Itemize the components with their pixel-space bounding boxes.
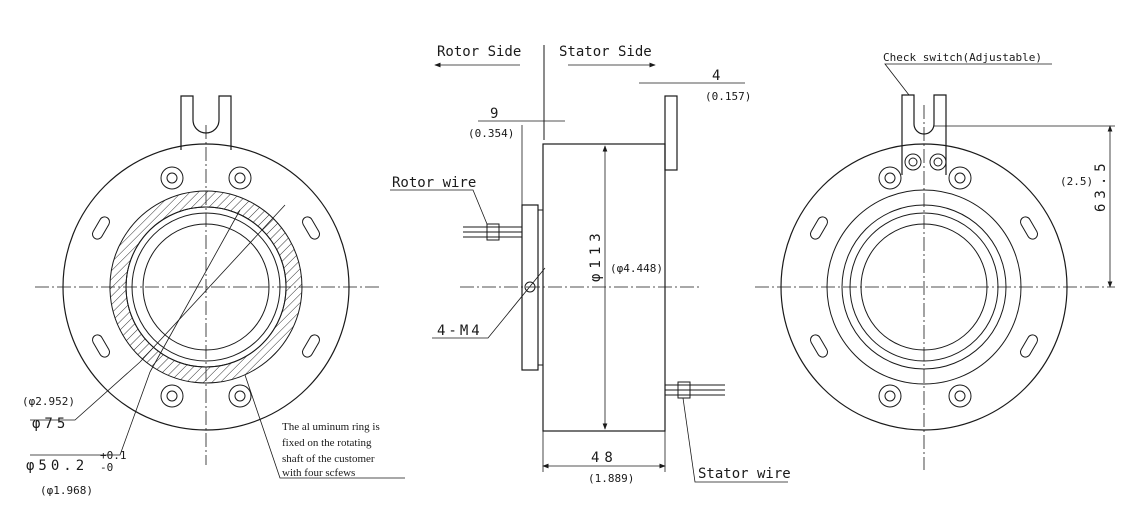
rotor-wire-leader bbox=[390, 189, 488, 225]
stator-tab bbox=[664, 95, 678, 171]
rotor-side-label: Rotor Side bbox=[437, 44, 521, 60]
phi75-diameter-line bbox=[139, 204, 286, 363]
right-outer-circle bbox=[780, 143, 1068, 431]
stator-wire-leader bbox=[682, 397, 788, 483]
stator-side-label: Stator Side bbox=[559, 44, 652, 60]
mounting-hole-top-left bbox=[160, 166, 184, 190]
dim48-value: 48 bbox=[591, 450, 618, 466]
stator-wires bbox=[665, 381, 725, 399]
right-bore-circle-1 bbox=[849, 212, 999, 362]
phi50-tolerance-zero: -0 bbox=[100, 461, 113, 474]
right-mounting-hole-top-left bbox=[878, 166, 902, 190]
mounting-hole-bottom-left bbox=[160, 384, 184, 408]
check-switch bbox=[901, 94, 947, 175]
bore-circle-2 bbox=[142, 223, 270, 351]
phi50-diameter-line bbox=[149, 209, 241, 373]
rotor-flange-step bbox=[537, 209, 544, 366]
dim63-inch: (2.5) bbox=[1060, 175, 1093, 188]
mounting-hole-top-right bbox=[228, 166, 252, 190]
m4-hole bbox=[524, 281, 536, 293]
switch-tab bbox=[180, 95, 232, 150]
right-ring-inner bbox=[841, 204, 1007, 370]
dim63-value: 63.5 bbox=[1093, 158, 1109, 212]
note-line-2: fixed on the rotating bbox=[282, 437, 372, 449]
dim48-inch: (1.889) bbox=[588, 472, 634, 485]
right-ring-outer bbox=[826, 189, 1022, 385]
rotor-flange bbox=[521, 204, 539, 371]
rotor-wire-label: Rotor wire bbox=[392, 175, 476, 191]
phi50-tolerance-plus: +0.1 bbox=[100, 449, 127, 462]
dim4-value: 4 bbox=[712, 68, 720, 84]
phi50-leader bbox=[30, 371, 151, 456]
rotor-wires bbox=[463, 223, 522, 241]
slip-ring-body bbox=[542, 143, 666, 432]
dim9-value: 9 bbox=[490, 106, 498, 122]
ring-note-leader bbox=[244, 374, 405, 479]
slots bbox=[92, 216, 320, 358]
phi50-dim: φ50.2 bbox=[26, 458, 88, 474]
phi75-leader bbox=[30, 361, 141, 421]
note-line-1: The al uminum ring is bbox=[282, 421, 380, 433]
outer-flange-circle bbox=[62, 143, 350, 431]
right-mounting-hole-bottom-right bbox=[948, 384, 972, 408]
side-view bbox=[390, 45, 788, 483]
phi75-inch-dim: (φ2.952) bbox=[22, 395, 75, 408]
note-line-4: with four scfews bbox=[282, 467, 355, 479]
dim9-inch: (0.354) bbox=[468, 127, 514, 140]
stator-side-view bbox=[755, 63, 1115, 470]
dim113-inch: (φ4.448) bbox=[610, 262, 663, 275]
bore-circle-1 bbox=[131, 212, 281, 362]
right-mounting-hole-bottom-left bbox=[878, 384, 902, 408]
m4-label: 4-M4 bbox=[437, 323, 483, 339]
right-mounting-hole-top-right bbox=[948, 166, 972, 190]
phi50-inch-dim: (φ1.968) bbox=[40, 484, 93, 497]
check-switch-leader bbox=[884, 63, 1052, 96]
right-bore-circle-2 bbox=[860, 223, 988, 351]
dim4-inch: (0.157) bbox=[705, 90, 751, 103]
phi75-dim: φ75 bbox=[32, 416, 69, 432]
check-switch-screws bbox=[904, 153, 947, 171]
note-line-3: shaft of the customer bbox=[282, 453, 375, 465]
mounting-hole-bottom-right bbox=[228, 384, 252, 408]
ring-inner-circle bbox=[125, 206, 287, 368]
m4-leader bbox=[432, 267, 546, 339]
dim113-value: φ113 bbox=[588, 228, 604, 282]
right-slots bbox=[810, 216, 1038, 358]
check-switch-label: Check switch(Adjustable) bbox=[883, 51, 1042, 64]
stator-wire-label: Stator wire bbox=[698, 466, 791, 482]
rotor-side-view bbox=[30, 95, 405, 479]
